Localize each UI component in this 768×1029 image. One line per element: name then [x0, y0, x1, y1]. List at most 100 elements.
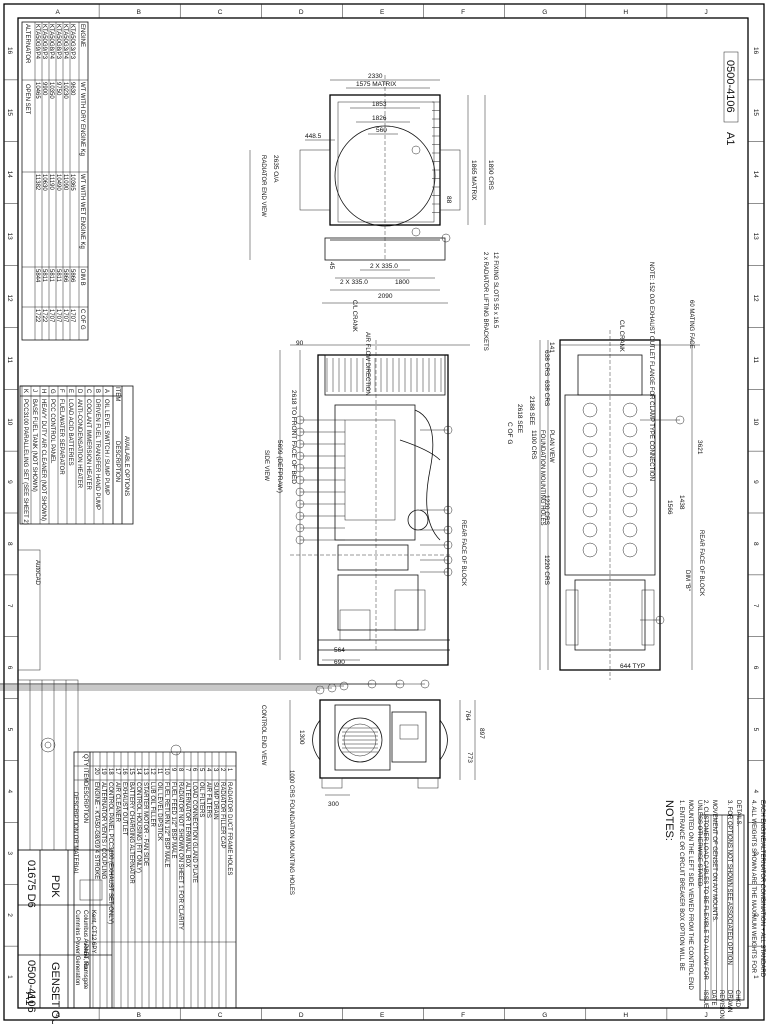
option-item-cell: E — [67, 389, 73, 393]
parts-desc-cell: AIR FILTERS — [205, 782, 211, 818]
weights-dimb-cell: 5866 — [62, 269, 68, 283]
zone-number-right: 11 — [752, 356, 759, 363]
plan-view-title: PLAN VIEW — [548, 430, 554, 463]
parts-footer-label: DESCRIPTION OR MATERIAL — [72, 792, 78, 876]
parts-item-cell: 20 — [93, 768, 99, 775]
callout-bubble-icon — [339, 681, 349, 691]
note-line: 4. ALL WEIGHTS SHOWN ARE THE MAXIMUM WEI… — [750, 800, 756, 974]
revision-label: DATE — [710, 990, 716, 1006]
ctrl-dim-764: 764 — [464, 710, 471, 721]
parts-header-cell: QTY — [82, 754, 88, 766]
drawing-number-top: 0500-4106 A1 — [723, 51, 739, 145]
callout-bubble-icon — [443, 555, 453, 565]
weights-cog-cell: 1707 — [62, 309, 68, 323]
zone-letter-top: C — [218, 9, 223, 16]
side-dim-cog: C OF G — [506, 422, 513, 444]
plan-dim-1566: 1566 — [666, 500, 673, 515]
ctrl-label-foundation: 1000 CRS FOUNDATION MOUNTING HOLES — [288, 770, 294, 895]
zone-letter-bottom: G — [542, 1012, 547, 1019]
note-line: MOUNTED ON THE LEFT SIDE VIEWED FROM THE… — [687, 800, 693, 990]
side-dim-564: 564 — [334, 647, 345, 654]
weights-wet-cell: 11090 — [62, 174, 68, 191]
weights-cog-cell: 1707 — [69, 309, 75, 323]
side-dim-90: 90 — [296, 340, 304, 347]
callout-bubble-icon — [295, 475, 305, 485]
callout-bubble-icon — [411, 227, 421, 237]
weights-dimb-cell: 5866 — [69, 269, 75, 283]
rad-dim-1890: 1890 CRS — [487, 160, 494, 191]
cad-label: AutoCAD — [34, 560, 40, 586]
option-desc-cell: DRIVEN FUEL TRANSFER HAND PUMP — [94, 399, 100, 510]
zone-letter-top: H — [623, 9, 628, 16]
parts-desc-cell: FUEL RETURN 1/2" BSP MALE — [163, 782, 169, 868]
cylinder-circle — [582, 462, 598, 478]
plan-dim-644: 644 TYP — [620, 663, 645, 670]
zone-number-right: 2 — [752, 913, 759, 917]
rad-dim-560: 560 — [376, 127, 387, 134]
options-header-item: ITEM — [114, 387, 120, 401]
cylinder-circle — [582, 442, 598, 458]
parts-item-cell: 16 — [121, 768, 127, 775]
cylinder-circle — [582, 402, 598, 418]
cad-box — [17, 549, 41, 671]
option-item-cell: H — [40, 389, 46, 393]
weights-footer-sub: OPEN SET — [24, 84, 30, 115]
option-item-cell: D — [76, 389, 82, 394]
revision-label: REVISION — [718, 990, 724, 1019]
parts-item-cell: 8 — [177, 768, 183, 772]
ctrl-dim-897: 897 — [478, 728, 485, 739]
note-line: UNLESS OTHERWISE STATED. — [696, 800, 702, 888]
callout-bubble-icon — [420, 679, 430, 689]
rad-callout-slots: 12 FIXING SLOTS 55 x 16.5 — [492, 252, 498, 329]
cylinder-circle — [622, 542, 638, 558]
zone-letter-top: F — [461, 9, 465, 16]
ctrl-view-title: CONTROL END VIEW — [260, 705, 266, 766]
option-desc-cell: BASE FUEL TANK (NOT SHOWN) — [31, 399, 37, 492]
weights-wet-cell: 11382 — [34, 174, 40, 191]
weights-wet-cell: 10365 — [69, 174, 75, 191]
plan-label-crank: C/L CRANK — [618, 320, 624, 352]
zone-number-right: 7 — [752, 604, 759, 608]
parts-desc-cell: RADIATOR FILLER CAP — [219, 782, 225, 848]
ctrl-dim-1300: 1300 — [298, 730, 305, 745]
parts-item-cell: 2 — [219, 768, 225, 772]
plan-dim-141: 141 — [548, 342, 555, 353]
parts-item-cell: 7 — [184, 768, 190, 772]
zone-number-left: 13 — [6, 233, 13, 241]
rad-dim-1826: 1826 — [372, 115, 387, 122]
option-desc-cell: PCC3100 PARALLELING SET (SEE SHEET 2) — [22, 399, 28, 525]
ctrl-dim-773: 773 — [466, 752, 473, 763]
parts-header-cell: DESCRIPTION — [82, 782, 88, 823]
zone-number-left: 15 — [6, 109, 13, 117]
callout-bubble-icon — [443, 540, 453, 550]
parts-item-cell: 17 — [114, 768, 120, 775]
zone-number-left: 2 — [6, 913, 13, 917]
weights-dry-cell: 9630 — [69, 82, 75, 96]
drawing-title-text: GENSET OUTLINE — [49, 962, 61, 1024]
zone-number-left: 4 — [6, 789, 13, 793]
weights-engine-cell: KTA50G3/P3 — [69, 24, 75, 60]
radiator-end-view: 2330 1575 MATRIX 1853 1826 560 448.5 2 X… — [249, 73, 498, 351]
option-desc-cell: LOAD ACID BATTERIES — [67, 399, 73, 466]
section-marker-icon — [170, 744, 182, 756]
rad-dim-matrix-width: 1575 MATRIX — [356, 81, 397, 88]
note-line: EACH ENGINE/ALTERNATOR COMBINATION + ALL… — [759, 800, 765, 978]
callout-bubble-icon — [295, 427, 305, 437]
zone-number-left: 14 — [6, 171, 13, 179]
side-label-airflow: AIR FLOW DIRECTION — [364, 332, 370, 396]
zone-letter-bottom: A — [56, 1012, 61, 1019]
parts-desc-cell: OIL FILTERS — [198, 782, 204, 817]
zone-letter-bottom: B — [137, 1012, 141, 1019]
notes-block: NOTES: 1. ENTRANCE OR CIRCUIT BREAKER BO… — [663, 800, 765, 990]
plan-dim-1220-b: 1220 CRS — [543, 555, 550, 586]
cylinder-circle — [582, 422, 598, 438]
parts-item-cell: 9 — [170, 768, 176, 772]
callout-bubble-icon — [295, 487, 305, 497]
rad-dim-2635: 2635 O/A — [272, 155, 279, 183]
callout-bubble-icon — [295, 439, 305, 449]
zone-number-left: 9 — [6, 480, 13, 484]
parts-desc-cell: LUB OIL FILLER — [149, 782, 155, 827]
weights-dry-cell: 9750 — [55, 82, 61, 96]
